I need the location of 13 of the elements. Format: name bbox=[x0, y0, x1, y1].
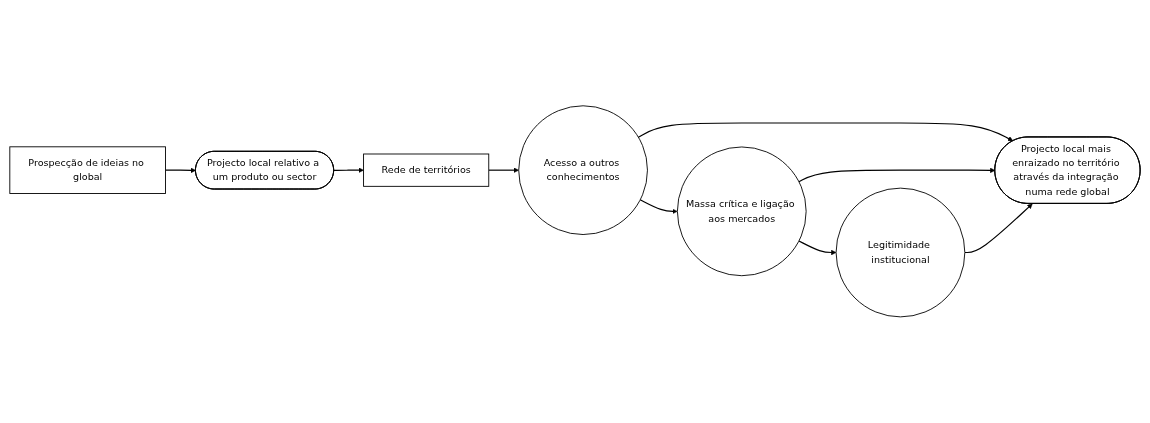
node-box: Rede de territórios bbox=[363, 153, 490, 187]
arrow bbox=[798, 240, 837, 256]
arrow bbox=[639, 199, 678, 215]
arrow bbox=[333, 167, 364, 173]
node-circle: Legitimidade institucional bbox=[835, 187, 966, 318]
arrow bbox=[164, 167, 197, 174]
arrow bbox=[637, 122, 1014, 142]
arrow bbox=[798, 167, 996, 183]
node-box: Prospecção de ideias no global bbox=[9, 146, 166, 195]
arrow bbox=[488, 167, 519, 173]
node-circle: Acesso a outros conhecimentos bbox=[518, 105, 648, 236]
arrow bbox=[964, 203, 1033, 254]
node-circle: Massa crítica e ligação aos mercados bbox=[676, 146, 807, 277]
